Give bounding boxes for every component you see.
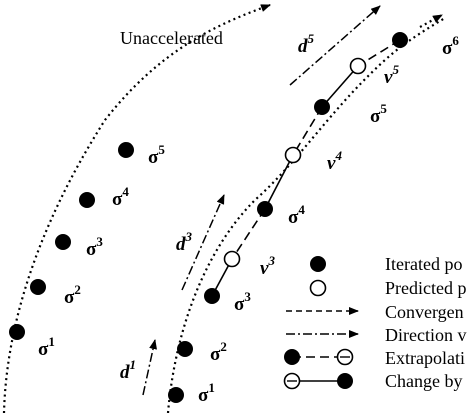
svg-text:σ1: σ1 xyxy=(198,380,215,406)
svg-text:σ4: σ4 xyxy=(112,184,129,210)
left-point-3 xyxy=(55,234,71,250)
svg-text:v5: v5 xyxy=(384,62,399,88)
svg-text:σ3: σ3 xyxy=(86,234,103,260)
svg-text:d1: d1 xyxy=(120,357,136,383)
legend-predicted-icon xyxy=(309,279,327,297)
left-point-1 xyxy=(9,324,25,340)
svg-text:σ4: σ4 xyxy=(288,202,305,228)
svg-text:σ1: σ1 xyxy=(38,334,55,360)
predicted-point-1 xyxy=(223,250,241,268)
direction-arrow-d1 xyxy=(142,339,157,396)
right-point-2 xyxy=(177,341,193,357)
legend-extrapolation-label: Extrapolati xyxy=(385,348,465,368)
right-point-1 xyxy=(168,387,184,403)
svg-text:d3: d3 xyxy=(176,229,193,255)
accelerated-path-tail xyxy=(419,14,443,28)
extrapolation-lines xyxy=(231,39,401,260)
legend-direction-label: Direction v xyxy=(385,325,466,345)
direction-arrows xyxy=(142,5,381,396)
svg-text:v4: v4 xyxy=(327,148,342,174)
v-labels: v3 v4 v5 xyxy=(260,62,399,279)
right-point-3 xyxy=(204,288,220,304)
left-point-5 xyxy=(118,142,134,158)
svg-text:σ2: σ2 xyxy=(210,339,227,365)
left-point-4 xyxy=(79,192,95,208)
direction-arrow-d5 xyxy=(289,5,381,86)
legend-iterated-icon xyxy=(310,256,326,272)
svg-text:v3: v3 xyxy=(260,253,275,279)
unaccelerated-title: Unaccelerated xyxy=(120,28,223,48)
right-sigma-labels: σ1 σ2 σ3 σ4 σ5 σ6 xyxy=(198,33,459,406)
unaccelerated-path xyxy=(2,3,271,413)
legend-predicted-label: Predicted p xyxy=(385,278,466,298)
predicted-point-2 xyxy=(284,146,302,164)
direction-arrow-d3 xyxy=(181,194,225,291)
right-iterated-points xyxy=(168,32,408,403)
predicted-points xyxy=(223,57,367,268)
svg-text:d5: d5 xyxy=(298,31,315,57)
legend-extrapolation-icon xyxy=(284,348,354,366)
right-point-4 xyxy=(257,201,273,217)
svg-text:σ2: σ2 xyxy=(64,282,81,308)
left-sigma-labels: σ1 σ2 σ3 σ4 σ5 xyxy=(38,142,165,360)
right-point-5 xyxy=(314,99,330,115)
left-iterated-points xyxy=(9,142,134,340)
legend: Iterated po Predicted p Convergen Direct… xyxy=(283,254,466,391)
right-point-6 xyxy=(392,32,408,48)
svg-text:σ5: σ5 xyxy=(148,142,165,168)
svg-text:σ3: σ3 xyxy=(234,289,251,315)
legend-convergence-label: Convergen xyxy=(385,302,464,322)
legend-change-icon xyxy=(283,372,353,390)
left-point-2 xyxy=(30,279,46,295)
legend-iterated-label: Iterated po xyxy=(385,254,462,274)
legend-change-label: Change by xyxy=(385,371,462,391)
d-labels: d1 d3 d5 xyxy=(120,31,315,383)
svg-text:σ6: σ6 xyxy=(442,33,459,59)
svg-text:σ5: σ5 xyxy=(370,101,387,127)
predicted-point-3 xyxy=(349,57,367,75)
